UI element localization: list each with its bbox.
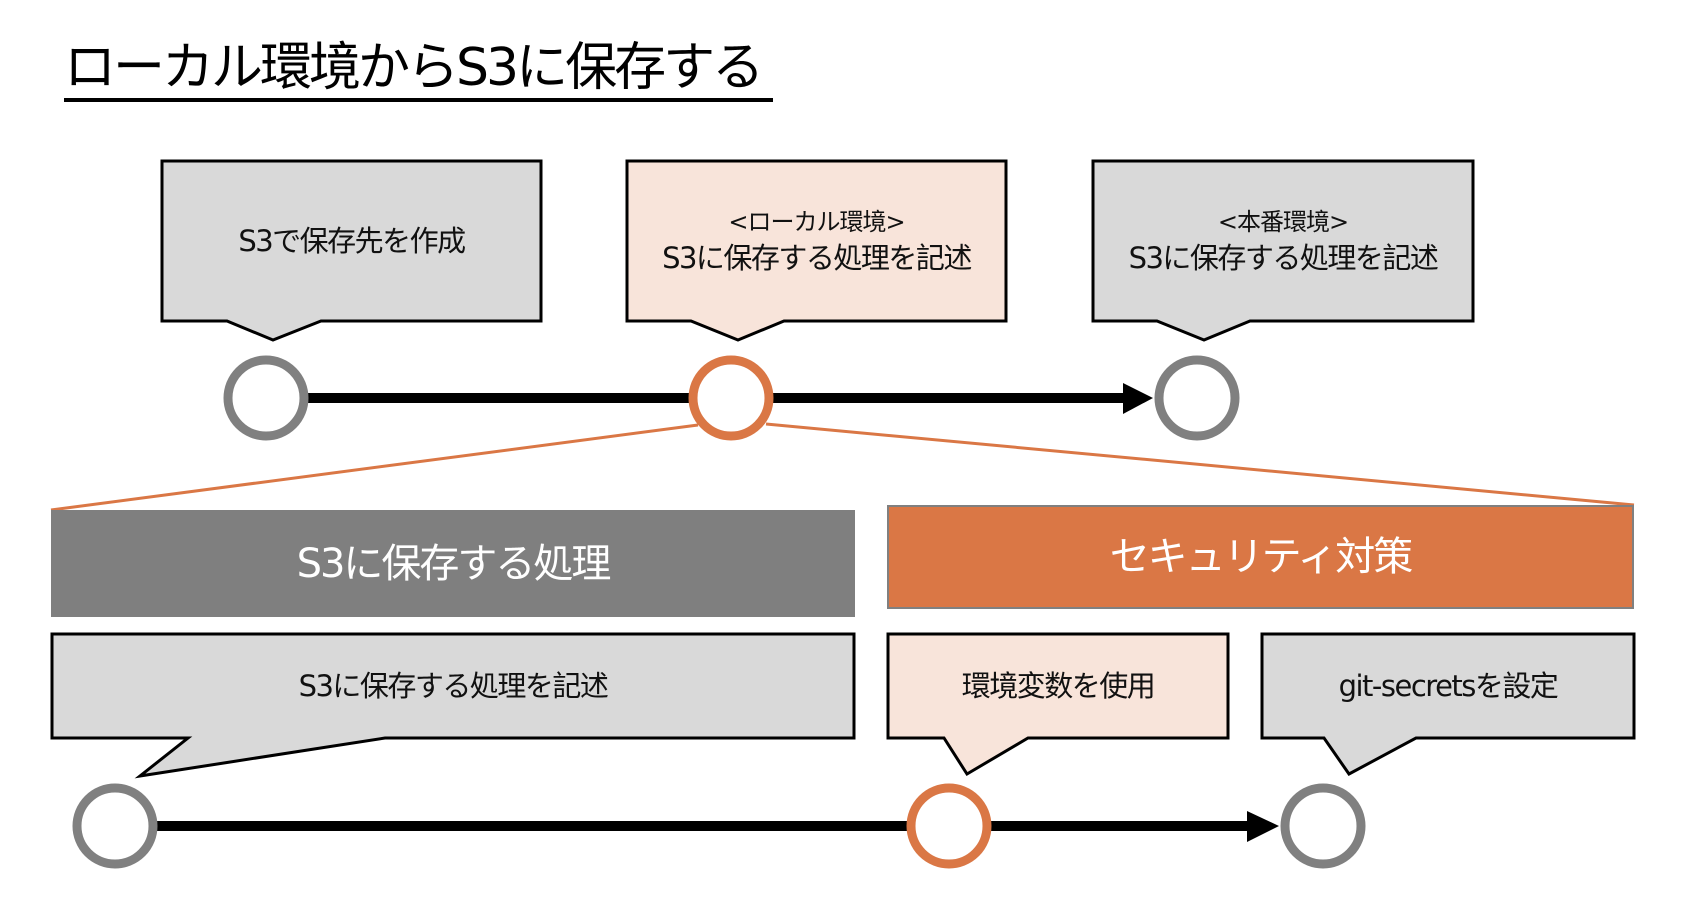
write-process-label: S3に保存する処理を記述 (298, 669, 609, 703)
bottom-timeline-arrowhead (1247, 811, 1279, 842)
timeline-node-step-2 (688, 355, 774, 441)
timeline-node-step-1 (223, 355, 309, 441)
callout-box-env-vars (886, 632, 1230, 777)
git-secrets-label: git-secretsを設定 (1338, 669, 1559, 703)
timeline-node-start (72, 783, 158, 869)
left-header-label: S3に保存する処理 (296, 540, 612, 587)
timeline-node-git-secrets (1280, 783, 1366, 869)
section-header-security (887, 505, 1634, 609)
callout-box-write-process (50, 632, 856, 779)
step-2-label-group: <ローカル環境> S3に保存する処理を記述 (627, 161, 1006, 321)
step-1-label: S3で保存先を作成 (238, 224, 466, 258)
timeline-node-env-vars (906, 783, 992, 869)
step-2-env-label: <ローカル環境> (728, 208, 905, 236)
section-header-s3-process (51, 510, 855, 617)
step-3-label: S3に保存する処理を記述 (1128, 241, 1439, 275)
callout-box-step-3 (1091, 159, 1475, 342)
step-3-label-group: <本番環境> S3に保存する処理を記述 (1093, 161, 1473, 321)
env-vars-label: 環境変数を使用 (961, 669, 1156, 703)
page-title: ローカル環境からS3に保存する (64, 38, 764, 98)
step-1-label-group: S3で保存先を作成 (162, 161, 541, 321)
top-timeline-arrowhead (1123, 383, 1153, 414)
timeline-node-step-3 (1154, 355, 1240, 441)
right-header-label: セキュリティ対策 (1109, 534, 1414, 580)
title-underline (64, 98, 773, 102)
zoom-connector-left (50, 423, 699, 512)
step-2-label: S3に保存する処理を記述 (662, 241, 972, 275)
zoom-connector-right (765, 422, 1635, 507)
bottom-timeline-bar (115, 821, 1247, 831)
step-3-env-label: <本番環境> (1217, 208, 1349, 236)
callout-box-step-2 (625, 159, 1008, 342)
callout-box-step-1 (160, 159, 543, 342)
callout-box-git-secrets (1260, 632, 1636, 776)
